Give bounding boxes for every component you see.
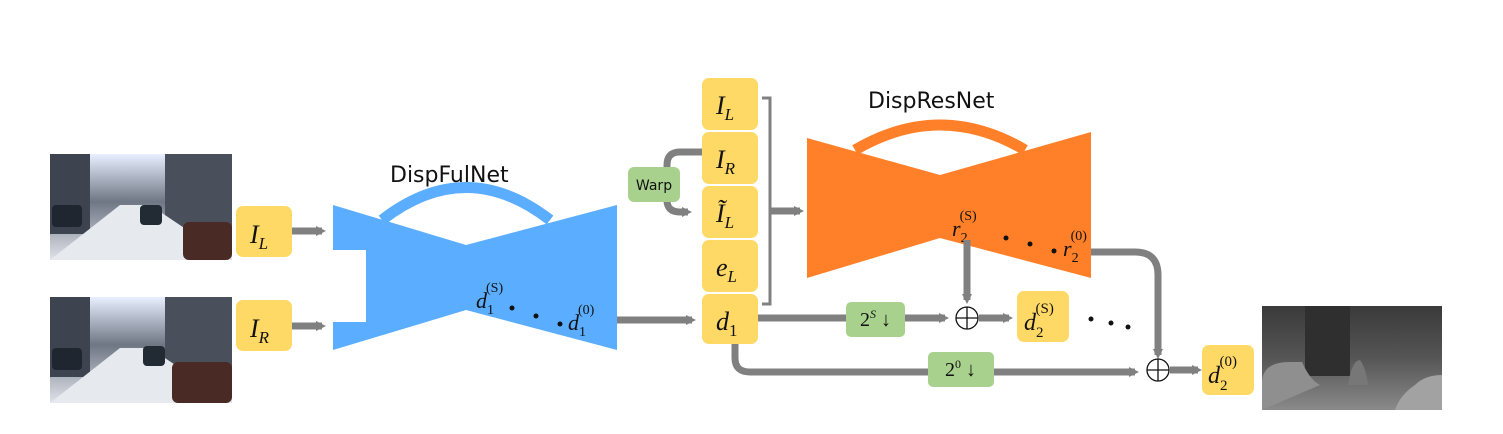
output-ds-box: d2(S) [1017,291,1069,342]
svg-text:IR: IR [715,145,736,178]
svg-text:eL: eL [716,253,737,286]
output-ellipsis [1088,316,1131,330]
stack-d1-box [702,294,758,344]
svg-text:IL: IL [249,220,268,253]
sum-node-s [955,306,979,330]
svg-text:20↓: 20↓ [945,357,976,381]
svg-text:r2(S): r2(S) [952,209,977,246]
svg-text:r2(0): r2(0) [1063,229,1087,266]
svg-text:d2(S): d2(S) [1024,301,1054,341]
svg-text:d1: d1 [716,307,738,340]
svg-text:Warp: Warp [636,178,672,194]
warp-box: Warp [628,167,680,202]
svg-text:2S↓: 2S↓ [860,307,891,331]
stack-il-box [702,78,758,130]
input-left-box: IL [236,206,292,257]
arrow-r0-to-sum-0 [1091,248,1163,359]
output-d0-box: d2(0) [1202,345,1254,395]
right-input-image [50,297,232,403]
stack-warped-il-box [702,186,758,238]
dispfulnet: DispFulNet d1(S) d1(0) [333,163,617,350]
downsample-s-box: 2S↓ [846,302,905,337]
input-stack: IL IR ĨL eL d1 [702,78,758,344]
svg-text:IR: IR [249,314,270,347]
stack-bracket [762,96,772,306]
left-input-image [50,154,232,260]
svg-text:DispResNet: DispResNet [868,89,995,114]
dispresnet: DispResNet r2(S) r2(0) [807,89,1091,278]
output-disparity-image [1262,306,1442,410]
downsample-0-box: 20↓ [928,352,994,387]
svg-text:d1(S): d1(S) [476,281,503,318]
stack-el-box [702,240,758,292]
svg-text:d2(0): d2(0) [1208,354,1237,394]
arrow-d1-to-sum-0 [731,344,1139,377]
sum-node-0 [1146,358,1170,382]
input-right-box: IR [236,300,292,351]
stack-ir-box [702,132,758,184]
svg-text:d1(0): d1(0) [568,303,595,340]
svg-text:IL: IL [715,91,734,124]
